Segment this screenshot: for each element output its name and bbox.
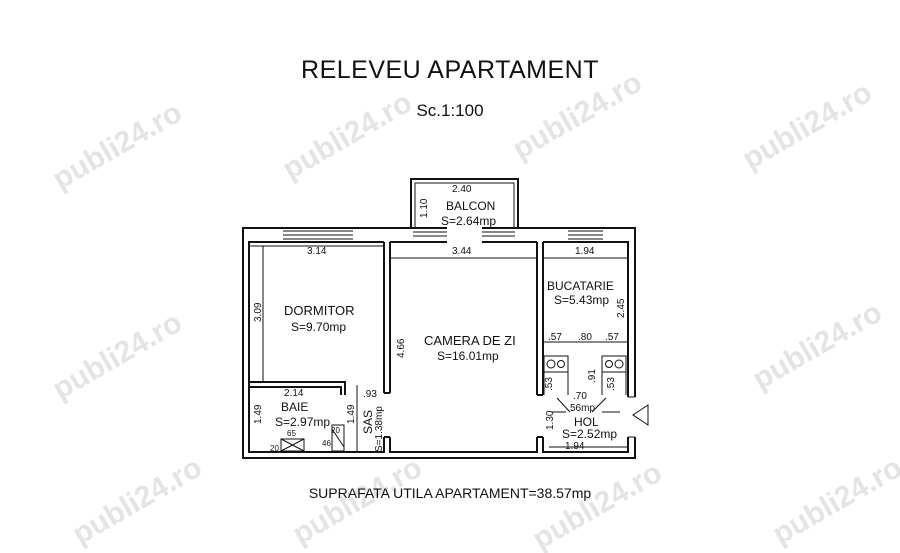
dim: 1.30	[545, 410, 556, 430]
page-title: RELEVEU APARTAMENT	[301, 56, 599, 84]
dim: 3.44	[452, 246, 472, 257]
walls	[242, 178, 649, 459]
dim: .53	[544, 377, 555, 391]
room-area-balcon: S=2.64mp	[441, 214, 496, 228]
dim: 20	[331, 426, 340, 435]
dim: 1.49	[346, 404, 357, 424]
dim: 65	[287, 429, 296, 438]
watermarks: publi24.ro publi24.ro publi24.ro publi24…	[47, 66, 900, 553]
dim: .80	[578, 332, 592, 343]
room-area-dormitor: S=9.70mp	[291, 320, 346, 334]
room-area-camera: S=16.01mp	[437, 349, 499, 363]
dim: 3.14	[307, 246, 327, 257]
dim: 1.94	[575, 246, 595, 257]
watermark: publi24.ro	[737, 76, 878, 176]
room-name-balcon: BALCON	[446, 199, 495, 213]
entrance-arrow-icon	[632, 404, 649, 426]
room-name-hol: HOL	[574, 415, 599, 429]
dim: .57	[548, 332, 562, 343]
room-area-bucatarie: S=5.43mp	[554, 293, 609, 307]
scale-label: Sc.1:100	[416, 101, 484, 120]
dim: 20	[270, 444, 279, 453]
room-area-sas: S=1.38mp	[374, 406, 385, 452]
room-labels: BALCON S=2.64mp DORMITOR S=9.70mp CAMERA…	[275, 199, 617, 452]
dim: 3.09	[253, 302, 264, 322]
dim: .57	[605, 332, 619, 343]
dim: 2.45	[616, 298, 627, 318]
dim: .70	[573, 391, 587, 402]
dim: 1.94	[565, 441, 585, 452]
dim: 4.66	[396, 338, 407, 358]
hol-partial-area: 56mp	[570, 403, 595, 414]
dim: .91	[587, 369, 598, 383]
dim: 2.14	[284, 388, 304, 399]
room-name-dormitor: DORMITOR	[284, 303, 355, 318]
room-name-baie: BAIE	[281, 400, 308, 414]
room-area-baie: S=2.97mp	[275, 415, 330, 429]
dim: 1.10	[419, 198, 430, 218]
dimension-labels: 2.40 1.10 3.14 3.09 3.44 4.66 1.94 2.45 …	[253, 184, 627, 453]
watermark: publi24.ro	[527, 456, 668, 553]
total-area-label: SUPRAFATA UTILA APARTAMENT=38.57mp	[308, 485, 592, 501]
room-area-hol: S=2.52mp	[562, 427, 617, 441]
room-name-bucatarie: BUCATARIE	[547, 279, 614, 293]
watermark: publi24.ro	[47, 306, 188, 406]
dim: .53	[606, 377, 617, 391]
dim: 2.40	[452, 184, 472, 195]
room-name-camera: CAMERA DE ZI	[424, 333, 516, 348]
room-name-sas: SAS	[361, 410, 375, 434]
dim: 46	[322, 439, 331, 448]
dim: 1.49	[253, 404, 264, 424]
dim: .93	[363, 389, 377, 400]
watermark: publi24.ro	[747, 296, 888, 396]
